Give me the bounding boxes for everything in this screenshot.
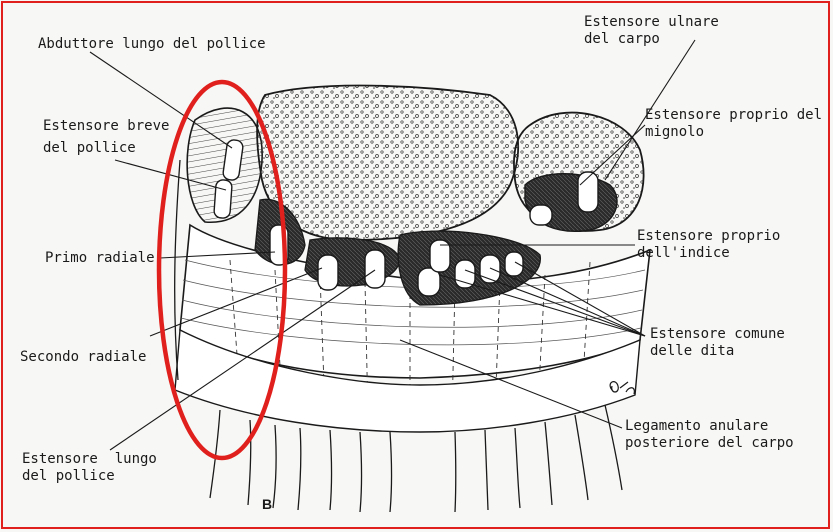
label-estensore-mignolo-2: mignolo: [645, 124, 704, 141]
label-estensore-ulnare-2: del carpo: [584, 31, 660, 48]
label-secondo-radiale: Secondo radiale: [20, 349, 146, 366]
label-estensore-comune-2: delle dita: [650, 343, 734, 360]
label-estensore-comune-1: Estensore comune: [650, 326, 785, 343]
label-estensore-breve-1: Estensore breve: [43, 118, 169, 135]
label-primo-radiale: Primo radiale: [45, 250, 155, 267]
figure-letter: B: [262, 496, 272, 512]
label-abduttore-lungo: Abduttore lungo del pollice: [38, 36, 266, 53]
label-estensore-indice-1: Estensore proprio: [637, 228, 780, 245]
label-estensore-ulnare-1: Estensore ulnare: [584, 14, 719, 31]
right-sheath: [514, 113, 644, 232]
label-estensore-lungo-2: del pollice: [22, 468, 115, 485]
label-legamento-1: Legamento anulare: [625, 418, 768, 435]
label-estensore-mignolo-1: Estensore proprio del: [645, 107, 822, 124]
label-estensore-indice-2: dell'indice: [637, 245, 730, 262]
bone-mass: [257, 86, 518, 240]
label-legamento-2: posteriore del carpo: [625, 435, 794, 452]
label-estensore-lungo-1: Estensore lungo: [22, 451, 157, 468]
label-estensore-breve-2: del pollice: [43, 140, 136, 157]
